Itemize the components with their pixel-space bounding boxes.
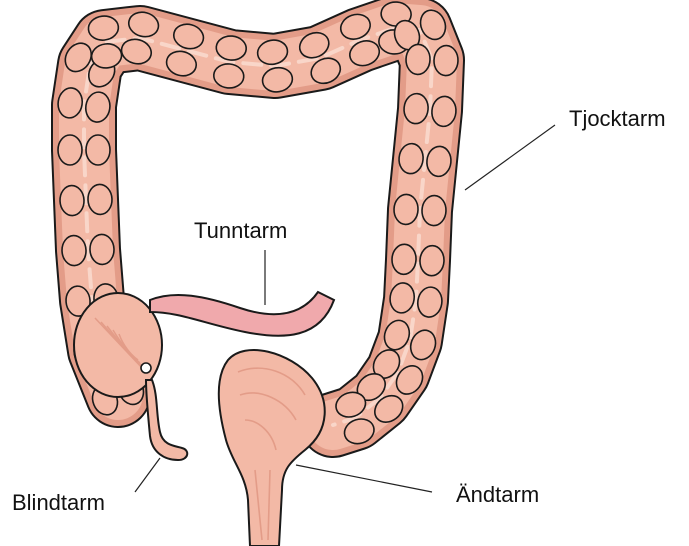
- leader-appendix: [135, 458, 160, 492]
- haustrum: [393, 194, 418, 225]
- label-rectum: Ändtarm: [456, 484, 539, 506]
- haustrum: [419, 245, 444, 276]
- haustrum: [61, 235, 86, 266]
- haustrum: [87, 184, 112, 215]
- rectum-body: [219, 350, 325, 546]
- haustrum: [405, 44, 430, 75]
- haustrum: [89, 234, 114, 265]
- haustrum: [86, 135, 110, 165]
- leader-large-intestine: [465, 125, 555, 190]
- label-small-intestine: Tunntarm: [194, 220, 287, 242]
- leader-rectum: [296, 465, 432, 492]
- appendix-shape: [146, 380, 187, 460]
- label-appendix: Blindtarm: [12, 492, 105, 514]
- haustrum: [433, 45, 458, 76]
- haustrum: [58, 135, 82, 165]
- haustrum: [391, 244, 416, 275]
- label-large-intestine: Tjocktarm: [569, 108, 666, 130]
- haustrum: [59, 185, 84, 216]
- ileocecal-valve: [141, 363, 151, 373]
- appendix: [146, 380, 187, 460]
- haustrum: [421, 195, 446, 226]
- rectum-shape: [219, 350, 325, 546]
- small-intestine-shape: [150, 292, 334, 336]
- ileum: [150, 292, 334, 336]
